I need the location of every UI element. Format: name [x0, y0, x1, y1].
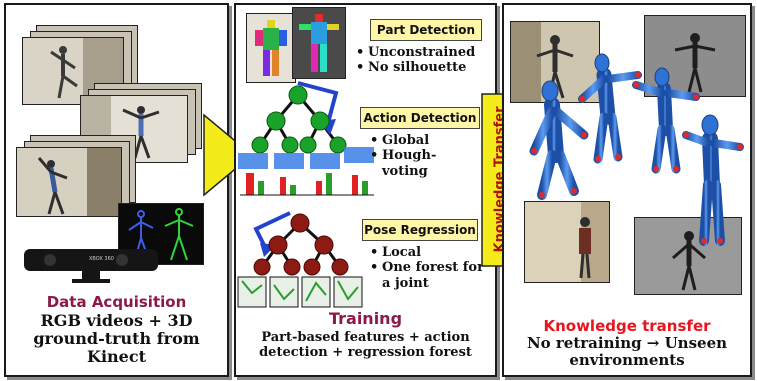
- training-title: Training: [328, 309, 403, 328]
- pose-mannequins-icon: [529, 53, 744, 246]
- description-line: Kinect: [87, 346, 146, 366]
- person-silhouette-icon: [17, 148, 121, 216]
- regression-forest-tree-icon: [237, 211, 363, 308]
- bullet-text: One forest for: [382, 260, 484, 276]
- description-line: ground-truth from: [33, 328, 200, 348]
- video-frame-person: [22, 37, 124, 105]
- device-brand-text: XBOX 360: [89, 256, 114, 262]
- data-acquisition-description: RGB videos + 3D ground-truth from Kinect: [6, 312, 227, 366]
- data-acquisition-panel: XBOX 360 Data Acquisition RGB videos + 3…: [4, 3, 229, 377]
- knowledge-transfer-title: Knowledge transfer: [543, 317, 711, 335]
- part-detection-label: Part Detection: [370, 19, 482, 41]
- pose-regression-bullets: •Local •One forest for a joint: [370, 245, 484, 291]
- knowledge-transfer-description: No retraining → Unseen environments: [504, 335, 750, 369]
- pose-regression-label: Pose Regression: [362, 219, 478, 241]
- skeleton-frame: [118, 203, 204, 265]
- person-silhouette-icon: [635, 218, 741, 294]
- action-detection-bullets: •Global •Hough- voting: [370, 133, 437, 179]
- bullet-text: Hough-: [382, 148, 437, 164]
- body-part-map-icon: [255, 20, 287, 76]
- training-panel: Part Detection •Unconstrained •No silhou…: [234, 3, 497, 377]
- training-description: Part-based features + action detection +…: [236, 330, 495, 360]
- data-acquisition-title: Data Acquisition: [46, 293, 187, 311]
- flow-arrow-icon: [203, 113, 254, 197]
- unseen-environment-photo: [524, 201, 610, 283]
- action-forest-tree-icon: [238, 81, 374, 196]
- part-detection-bullets: •Unconstrained •No silhouette: [356, 45, 476, 76]
- action-detection-label: Action Detection: [360, 107, 480, 129]
- bullet-text: Local: [382, 245, 422, 260]
- video-frame-person: [16, 147, 122, 217]
- kinect-device-icon: [24, 249, 158, 283]
- description-line: Part-based features + action: [261, 330, 470, 345]
- description-line: environments: [569, 350, 685, 369]
- description-line: RGB videos + 3D: [40, 311, 193, 330]
- part-label-image: [292, 7, 346, 79]
- unseen-environment-photo: [634, 217, 742, 295]
- bullet-text: Unconstrained: [368, 45, 476, 60]
- person-silhouette-icon: [23, 38, 123, 104]
- bullet-text: Global: [382, 133, 430, 148]
- bullet-text: No silhouette: [368, 60, 467, 76]
- description-line: detection + regression forest: [259, 344, 472, 360]
- person-silhouette-icon: [525, 202, 609, 282]
- part-label-image: [246, 13, 296, 83]
- bullet-text: voting: [382, 163, 428, 179]
- body-part-map-icon: [299, 14, 339, 72]
- skeleton-icon: [128, 208, 194, 261]
- knowledge-transfer-panel: Knowledge transfer No retraining → Unsee…: [502, 3, 752, 377]
- description-line: No retraining → Unseen: [526, 334, 728, 352]
- bullet-text: a joint: [382, 275, 429, 291]
